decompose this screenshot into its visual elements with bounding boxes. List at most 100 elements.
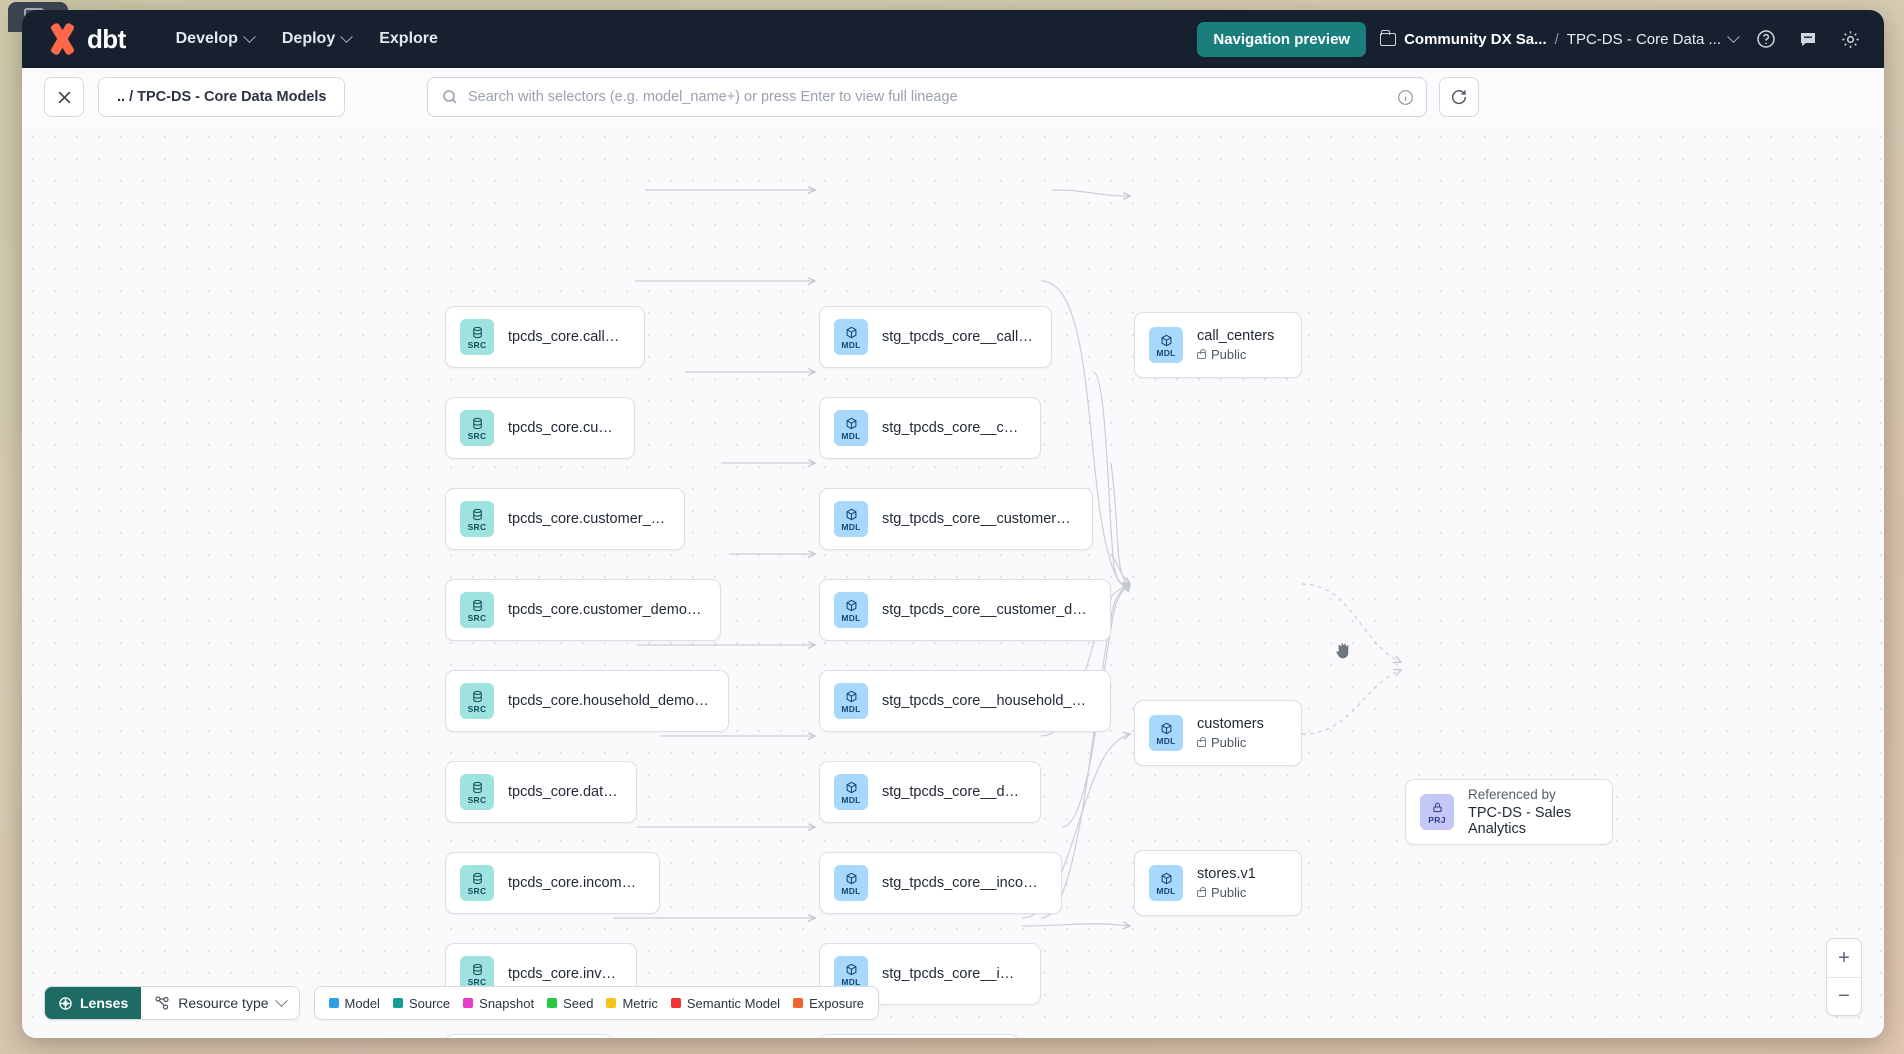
lenses-label: Lenses [80, 995, 129, 1011]
legend-item-source[interactable]: Source [392, 996, 450, 1011]
lenses-button[interactable]: Lenses [45, 987, 142, 1019]
breadcrumb-chip[interactable]: .. / TPC-DS - Core Data Models [98, 77, 346, 117]
mdl-badge-icon: MDL [834, 501, 868, 537]
legend-item-model[interactable]: Model [328, 995, 380, 1011]
lenses-group: Lenses Resource type [44, 986, 300, 1020]
mdl-badge-icon: MDL [1149, 327, 1183, 363]
nav-item-deploy[interactable]: Deploy [268, 22, 365, 56]
feedback-icon[interactable] [1794, 25, 1822, 53]
lineage-node-src-call-center[interactable]: SRC tpcds_core.call_center [445, 306, 645, 368]
dbt-explore-app-window: dbt Develop Deploy Explore Navigation pr… [22, 10, 1884, 1038]
lens-icon [59, 996, 72, 1010]
node-title: stg_tpcds_core__customer_address [882, 511, 1074, 527]
close-button[interactable] [44, 77, 84, 117]
node-title: TPC-DS - Sales Analytics [1468, 805, 1572, 837]
zoom-in-button[interactable]: + [1838, 946, 1850, 969]
search-input[interactable] [468, 89, 1387, 105]
mdl-badge-icon: MDL [834, 683, 868, 719]
node-caption: Referenced by [1468, 787, 1556, 802]
node-body: tpcds_core.call_center [508, 329, 626, 345]
node-body: tpcds_core.household_demographics [508, 693, 710, 709]
mdl-badge-icon: MDL [834, 410, 868, 446]
src-badge-icon: SRC [460, 319, 494, 355]
lock-icon [1197, 349, 1206, 359]
node-title: tpcds_core.inventory [508, 966, 618, 982]
legend-item-metric[interactable]: Metric [606, 996, 658, 1011]
node-title: stg_tpcds_core__customer [882, 420, 1022, 436]
node-body: stg_tpcds_core__call_center [882, 329, 1033, 345]
breadcrumb-project[interactable]: TPC-DS - Core Data ... [1566, 30, 1721, 48]
nav-item-develop[interactable]: Develop [162, 22, 268, 56]
breadcrumb-separator: / [1554, 30, 1559, 48]
search-cluster [427, 77, 1479, 117]
legend-item-exposure[interactable]: Exposure [793, 996, 864, 1011]
lineage-canvas[interactable]: SRC tpcds_core.call_centerSRCtpcds_core.c… [22, 126, 1884, 1038]
navigation-preview-button[interactable]: Navigation preview [1197, 21, 1367, 57]
nav-item-develop-label: Develop [175, 30, 238, 47]
settings-gear-icon[interactable] [1836, 25, 1864, 53]
node-title: stg_tpcds_core__call_center [882, 329, 1033, 345]
node-title: tpcds_core.call_center [508, 329, 626, 345]
resource-type-legend: Model Source Snapshot Seed Metric Semantic Mo… [313, 986, 879, 1020]
search-box[interactable] [427, 77, 1427, 117]
legend-label: Exposure [809, 995, 864, 1011]
lock-icon [1197, 887, 1206, 897]
legend-swatch-icon [793, 998, 804, 1008]
node-title: tpcds_core.income_band [508, 875, 641, 891]
nav-item-deploy-label: Deploy [281, 30, 336, 47]
node-body: stg_tpcds_core__customer_address [882, 511, 1074, 527]
node-access-label: Public [1211, 347, 1247, 362]
chevron-down-icon [274, 993, 288, 1007]
resource-type-label: Resource type [178, 995, 269, 1011]
legend-swatch-icon [670, 998, 681, 1008]
nav-item-explore-label: Explore [379, 30, 438, 47]
node-title: tpcds_core.date_dim [508, 784, 618, 800]
legend-item-snapshot[interactable]: Snapshot [463, 996, 534, 1011]
mdl-badge-icon: MDL [834, 592, 868, 628]
legend-item-seed[interactable]: Seed [547, 996, 593, 1011]
node-title: stg_tpcds_core__inventory [882, 966, 1022, 982]
lineage-node-stg-customer-demographics[interactable]: MDL stg_tpcds_core__customer_demogra… [819, 579, 1111, 641]
refresh-button[interactable] [1439, 77, 1479, 117]
node-body: stg_tpcds_core__income_band [882, 875, 1043, 891]
canvas-bottom-bar: Lenses Resource type Model Source Snapshot… [44, 986, 879, 1020]
chevron-down-icon[interactable] [1727, 29, 1740, 43]
node-title: stg_tpcds_core__income_band [882, 875, 1043, 891]
dbt-mark-icon [46, 22, 80, 56]
legend-label: Model [344, 995, 380, 1011]
nav-item-explore[interactable]: Explore [365, 22, 452, 56]
dbt-logo[interactable]: dbt [46, 22, 126, 56]
breadcrumb-account[interactable]: Community DX Sa... [1404, 30, 1547, 48]
resource-type-dropdown[interactable]: Resource type [141, 987, 299, 1019]
zoom-out-button[interactable]: − [1827, 977, 1861, 1015]
chevron-down-icon [340, 29, 354, 43]
lineage-node-stg-customer-address[interactable]: MDL stg_tpcds_core__customer_address [819, 488, 1093, 550]
chevron-down-icon [243, 29, 256, 43]
lineage-node-stg-household-demographics[interactable]: MDLstg_tpcds_core__household_demogr… [819, 670, 1111, 732]
info-icon[interactable] [1397, 89, 1414, 106]
node-title: tpcds_core.household_demographics [508, 693, 710, 709]
lineage-node-stg-customer[interactable]: MDL stg_tpcds_core__customer [819, 397, 1041, 459]
node-body: Referenced by TPC-DS - Sales Analytics [1468, 787, 1594, 837]
help-icon[interactable] [1752, 25, 1780, 53]
legend-item-semantic-model[interactable]: Semantic Model [670, 996, 780, 1011]
node-title: stg_tpcds_core__customer_demogra… [882, 602, 1092, 618]
